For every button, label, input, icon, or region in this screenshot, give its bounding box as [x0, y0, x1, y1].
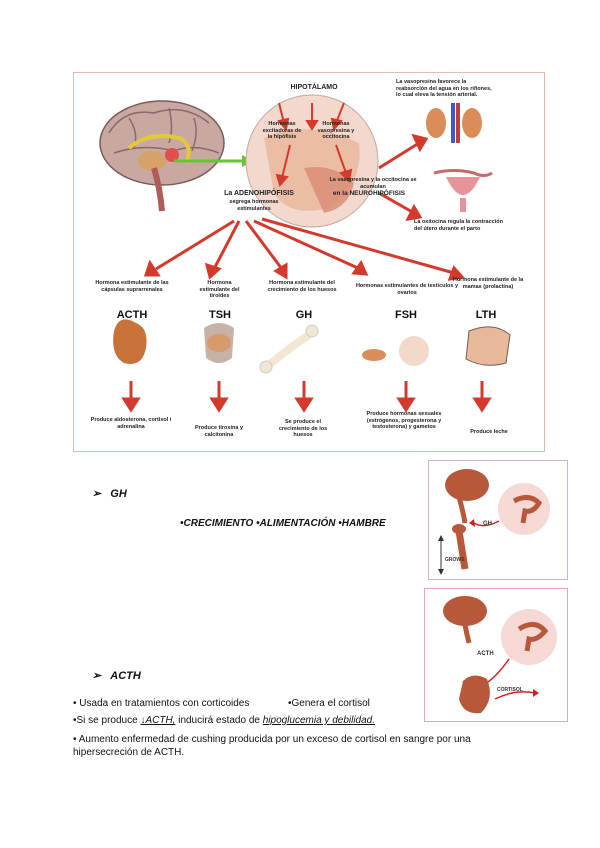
- hormonas-vasopresina-label: Hormonas vasopresina y occitocina: [317, 121, 355, 140]
- testis-ovary-illustration: [362, 336, 429, 366]
- endocrine-diagram: HIPOTÁLAMO Hormonas excitadoras de la hi…: [73, 72, 545, 452]
- adenohipofisis-sublabel: segrega hormonas estimulantes: [229, 199, 279, 212]
- hormone-desc: Hormonas estimulantes de testículos y ov…: [355, 283, 459, 296]
- acth-title: ACTH: [110, 670, 141, 682]
- bullet-arrow: ➢: [92, 488, 102, 500]
- acth-line-1b: •Genera el cortisol: [288, 698, 370, 709]
- hipotalamo-label: HIPOTÁLAMO: [290, 84, 338, 91]
- neurohipofisis-sublabel: en la NEUROHIPÓFISIS: [332, 190, 406, 197]
- acth-figure-label: ACTH: [477, 651, 494, 657]
- hormone-code: ACTH: [116, 309, 148, 321]
- acth-figure-graphics: [443, 596, 557, 714]
- acth-line-2c: inducirá estado de: [175, 715, 263, 726]
- bone-illustration: [259, 324, 319, 374]
- oxitocina-note: La oxitocina regula la contracción del ú…: [414, 219, 503, 232]
- vasopresina-note: La vasopresina favorece la reabsorción d…: [396, 79, 492, 98]
- gh-figure: GH GROWS: [428, 460, 568, 580]
- hormone-product: Se produce el crecimiento de los huesos: [278, 419, 328, 438]
- adenohipofisis-label: La ADENOHIPÓFISIS: [224, 190, 294, 197]
- acth-line-2d: hipoglucemia y debilidad.: [262, 715, 376, 726]
- hormone-desc: Hormona estimulante de la mamas (prolact…: [452, 277, 524, 290]
- diagram-graphics: [99, 94, 511, 413]
- gh-figure-graphics: [438, 469, 550, 575]
- hormone-desc: Hormona estimulante del crecimiento de l…: [267, 280, 337, 293]
- neurohipofisis-label: La vasopresina y la occitocina se acumul…: [329, 177, 417, 190]
- cortisol-label: CORTISOL: [497, 687, 523, 693]
- hormone-code: FSH: [395, 309, 417, 321]
- gh-figure-label: GH: [483, 521, 492, 527]
- brain-illustration: [99, 100, 225, 212]
- breast-illustration: [465, 326, 511, 366]
- growth-label: GROWS: [445, 557, 465, 563]
- hormone-desc: Hormona estimulante del tiroides: [199, 280, 240, 299]
- gh-keywords: •CRECIMIENTO •ALIMENTACIÓN •HAMBRE: [180, 518, 386, 529]
- hormone-code: TSH: [209, 309, 231, 321]
- acth-line-2: •Si se produce ↓ACTH, inducirá estado de…: [73, 714, 375, 727]
- uterus-illustration: [433, 169, 493, 212]
- acth-line-1a: • Usada en tratamientos con corticoides: [73, 698, 250, 709]
- thyroid-illustration: [204, 323, 234, 363]
- adrenal-illustration: [113, 319, 147, 364]
- hormone-code: GH: [295, 309, 313, 321]
- hormone-product: Produce hormonas sexuales (estrógenos, p…: [366, 411, 442, 430]
- hormone-product: Produce aldosterona, cortisol i adrenali…: [90, 417, 172, 430]
- hormone-code: LTH: [475, 309, 497, 321]
- bullet-arrow: ➢: [92, 670, 102, 682]
- gh-title: GH: [110, 488, 127, 500]
- acth-line-3: • Aumento enfermedad de cushing producid…: [73, 734, 471, 758]
- acth-line-2b: ↓ACTH,: [140, 715, 176, 726]
- gh-heading: ➢ GH: [92, 487, 127, 500]
- hormonas-excitadoras-label: Hormonas excitadoras de la hipófisis: [262, 121, 302, 140]
- acth-heading: ➢ ACTH: [92, 669, 141, 682]
- kidney-illustration: [426, 103, 482, 143]
- hormone-product: Produce leche: [470, 429, 508, 435]
- acth-figure: ACTH CORTISOL: [424, 588, 568, 722]
- acth-line-2a: •Si se produce: [73, 715, 141, 726]
- hormone-desc: Hormona estimulante de las cápsulas supr…: [95, 280, 169, 293]
- hormone-product: Produce tiroxina y calcitonina: [195, 425, 243, 438]
